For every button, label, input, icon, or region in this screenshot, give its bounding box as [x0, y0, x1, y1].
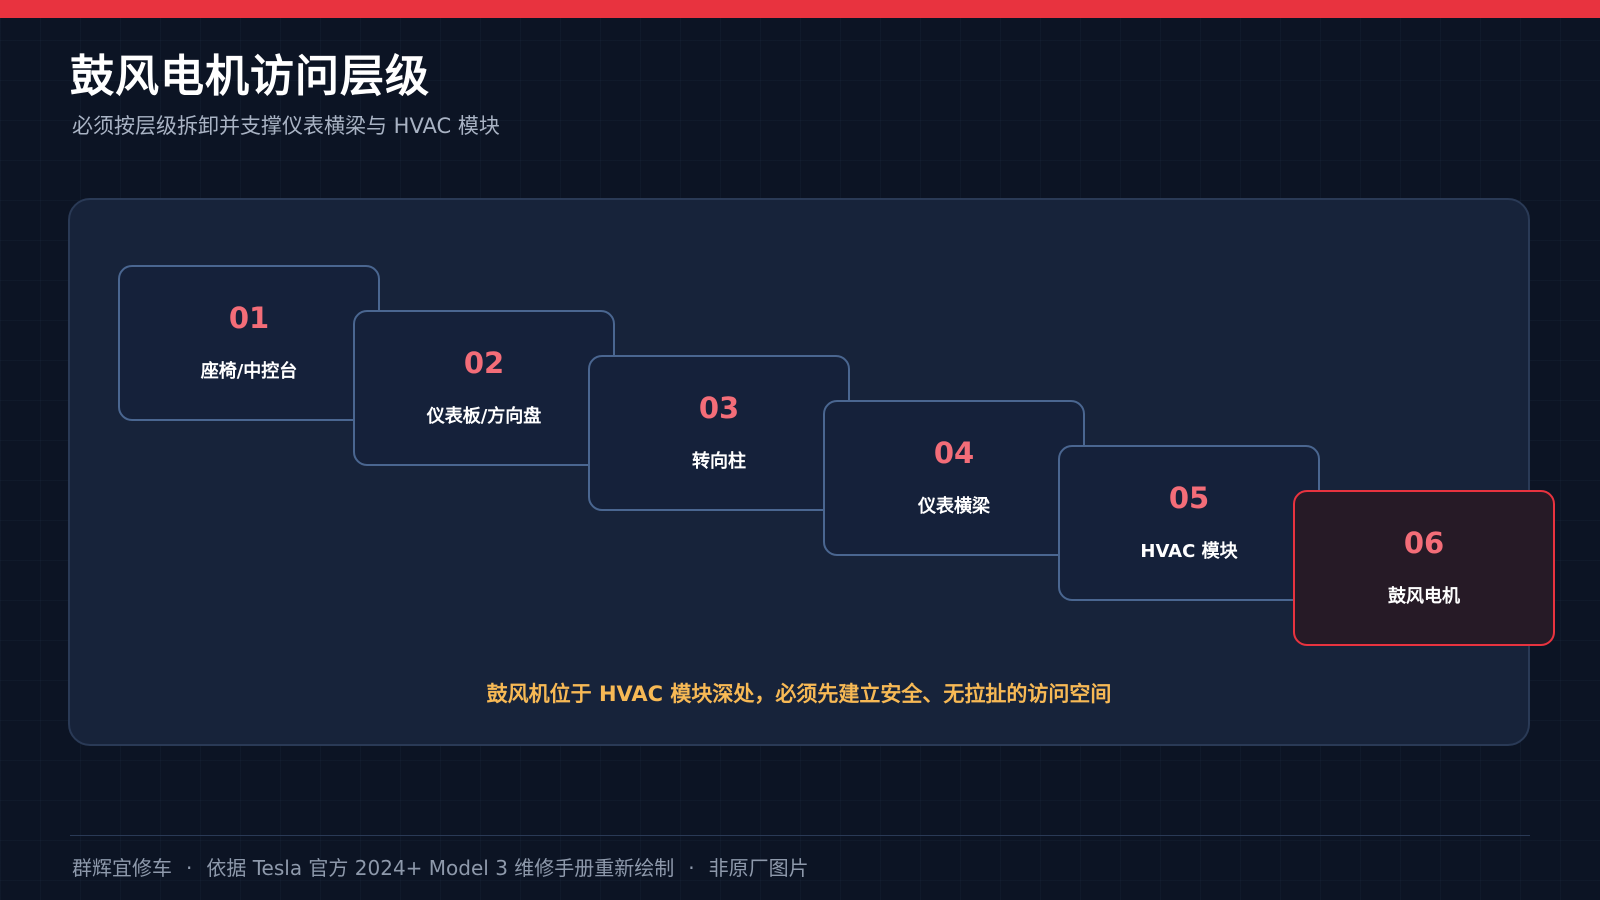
footer-divider: [70, 835, 1530, 836]
footer-source: 依据 Tesla 官方 2024+ Model 3 维修手册重新绘制: [206, 856, 675, 880]
step-label: 座椅/中控台: [200, 361, 298, 382]
step-card-06: 06 鼓风电机: [1293, 490, 1555, 646]
footer-brand: 群辉宜修车: [72, 856, 172, 880]
footer-separator: ·: [688, 856, 695, 880]
top-accent-bar: [0, 0, 1600, 18]
step-card-03: 03 转向柱: [588, 355, 850, 511]
step-card-01: 01 座椅/中控台: [118, 265, 380, 421]
step-label: 仪表横梁: [918, 496, 990, 517]
step-label: 转向柱: [692, 451, 746, 472]
step-number: 03: [698, 391, 740, 425]
step-label: 仪表板/方向盘: [426, 406, 542, 427]
page-title: 鼓风电机访问层级: [70, 51, 430, 102]
step-number: 04: [933, 436, 975, 470]
callout-note: 鼓风机位于 HVAC 模块深处，必须先建立安全、无拉扯的访问空间: [486, 682, 1112, 706]
footer-separator: ·: [186, 856, 193, 880]
step-card-05: 05 HVAC 模块: [1058, 445, 1320, 601]
step-label: HVAC 模块: [1140, 541, 1238, 562]
step-number: 06: [1403, 526, 1445, 560]
footer-disclaimer: 非原厂图片: [708, 856, 809, 880]
step-card-04: 04 仪表横梁: [823, 400, 1085, 556]
step-card-02: 02 仪表板/方向盘: [353, 310, 615, 466]
page-subtitle: 必须按层级拆卸并支撑仪表横梁与 HVAC 模块: [72, 114, 500, 138]
step-label: 鼓风电机: [1388, 586, 1460, 607]
step-number: 02: [463, 346, 505, 380]
step-number: 01: [228, 301, 270, 335]
step-number: 05: [1168, 481, 1210, 515]
footer: 群辉宜修车 · 依据 Tesla 官方 2024+ Model 3 维修手册重新绘制…: [72, 852, 809, 881]
